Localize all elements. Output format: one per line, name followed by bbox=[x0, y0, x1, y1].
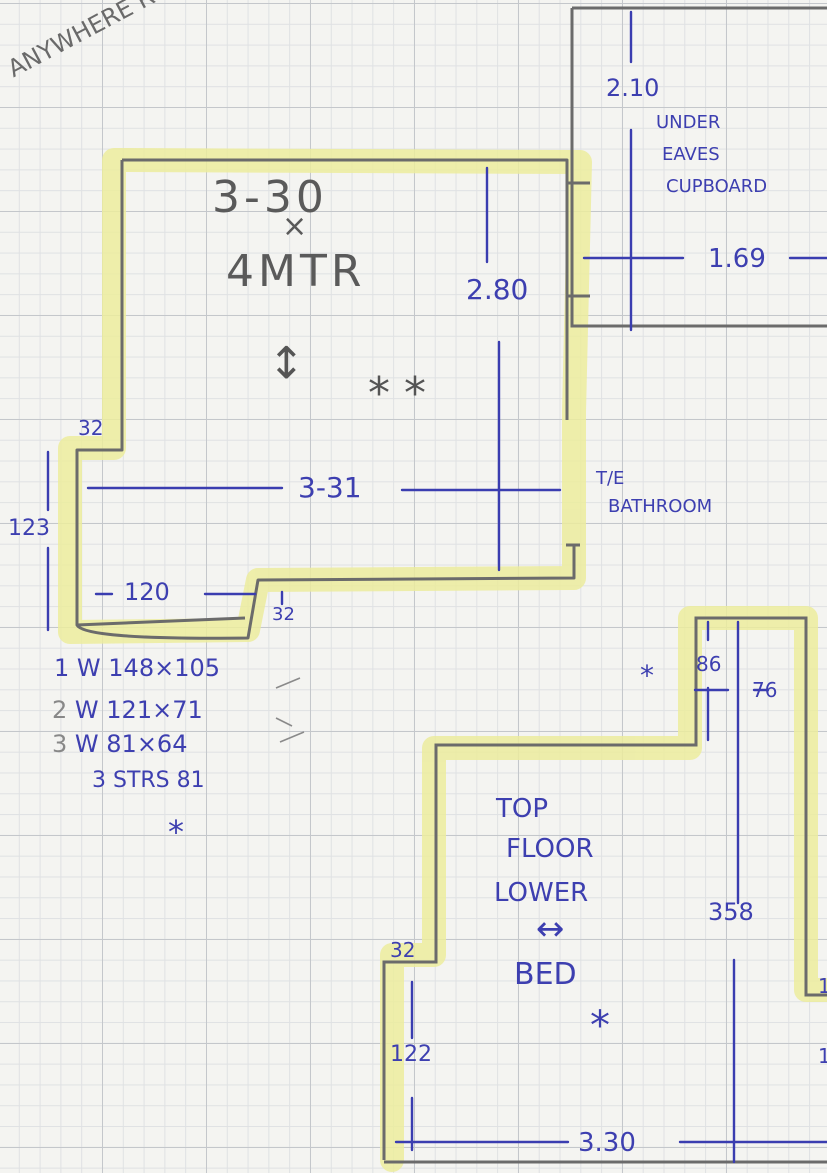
recess-height: 123 bbox=[8, 516, 50, 541]
dimension-lines bbox=[46, 10, 827, 1164]
upper-room-height: 2.80 bbox=[466, 273, 529, 306]
star-marks: * * bbox=[368, 368, 426, 419]
lower-room-height: 358 bbox=[708, 898, 754, 926]
lower-room-width: 3.30 bbox=[578, 1128, 636, 1158]
bathroom-label-te: T/E bbox=[596, 468, 625, 489]
lower-room-star-outside: * bbox=[640, 659, 654, 692]
cupboard-width: 1.69 bbox=[708, 244, 766, 274]
lower-room-walls bbox=[382, 616, 827, 1164]
window-note-number: 1 bbox=[54, 654, 70, 682]
notch-width-86: 86 bbox=[696, 652, 722, 676]
window-note-text: W 148×105 bbox=[76, 654, 221, 682]
lower-room-label-floor: FLOOR bbox=[506, 834, 594, 864]
lower-room-label-top: TOP bbox=[496, 794, 549, 824]
lower-room-step-height: 122 bbox=[390, 1042, 432, 1067]
cupboard-label-eaves: EAVES bbox=[662, 144, 720, 165]
upper-room-width: 3-31 bbox=[298, 471, 362, 504]
cupboard-label-under: UNDER bbox=[656, 112, 721, 133]
lower-room-label-bed: BED bbox=[514, 957, 577, 992]
corner-label-top: 32 bbox=[78, 416, 104, 440]
lower-room-corner: 32 bbox=[390, 938, 416, 962]
upper-room-size: 4MTR bbox=[226, 246, 366, 297]
corner-label-bottom: 32 bbox=[272, 604, 295, 625]
double-arrow-horizontal: ↔ bbox=[536, 909, 565, 949]
edge-mark-1: 1 bbox=[818, 974, 827, 998]
cupboard-label-cupboard: CUPBOARD bbox=[666, 176, 768, 197]
note-ticks bbox=[275, 677, 305, 743]
upper-room-walls bbox=[75, 158, 590, 640]
window-note-text: 3 STRS 81 bbox=[92, 768, 205, 793]
upper-room-dimension: 3-30 bbox=[212, 172, 328, 223]
window-note-2: 2 W 121×71 bbox=[52, 698, 203, 722]
window-note-number: 2 bbox=[52, 696, 68, 724]
window-note-text: W 121×71 bbox=[74, 696, 203, 724]
notes-star: * bbox=[168, 813, 184, 851]
notch-width-76: 76 bbox=[752, 678, 778, 702]
window-note-3: 3 W 81×64 bbox=[52, 732, 187, 756]
lower-room-star: * bbox=[590, 1003, 610, 1049]
edge-mark-2: 1 bbox=[818, 1044, 827, 1068]
lower-room-label-lower: LOWER bbox=[494, 878, 589, 908]
bathroom-label: BATHROOM bbox=[608, 496, 713, 517]
cupboard-walls bbox=[570, 6, 827, 328]
window-note-1: 1 W 148×105 bbox=[54, 656, 220, 680]
window-note-number: 3 bbox=[52, 730, 68, 758]
cupboard-height: 2.10 bbox=[606, 74, 660, 102]
double-arrow-vertical: ↕ bbox=[268, 338, 305, 389]
window-note-text: W 81×64 bbox=[74, 730, 188, 758]
times-sign: × bbox=[282, 209, 312, 244]
stairs-note: 3 STRS 81 bbox=[92, 770, 205, 792]
recess-width: 120 bbox=[124, 578, 170, 606]
